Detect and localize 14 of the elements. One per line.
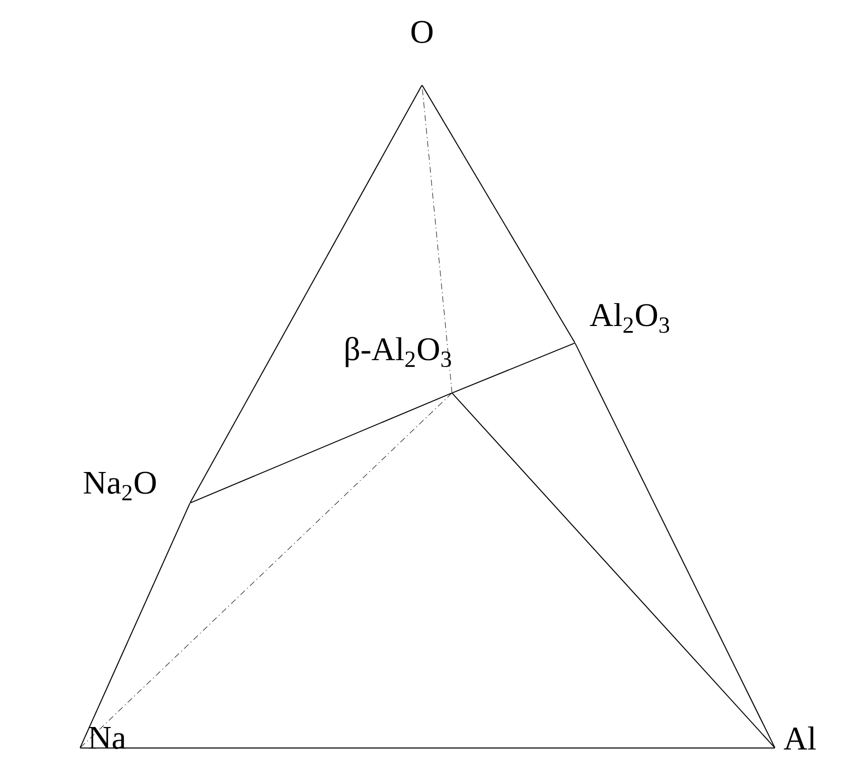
vertex-label: Al$_{2}$O$_{3}$ — [590, 303, 670, 333]
phase-line — [452, 392, 776, 748]
vertex-label: β-Al$_{2}$O$_{3}$ — [346, 336, 451, 368]
vertex-label: Na$_{2}$O — [84, 472, 156, 500]
phase-line — [422, 84, 452, 394]
phase-line — [574, 342, 776, 748]
phase-line — [80, 392, 452, 748]
phase-line — [452, 342, 576, 394]
phase-line — [190, 84, 422, 504]
vertex-label: O — [411, 20, 433, 44]
phase-line — [190, 392, 452, 504]
phase-line — [80, 502, 190, 748]
vertex-label: Al — [784, 726, 816, 750]
phase-line — [422, 84, 576, 344]
